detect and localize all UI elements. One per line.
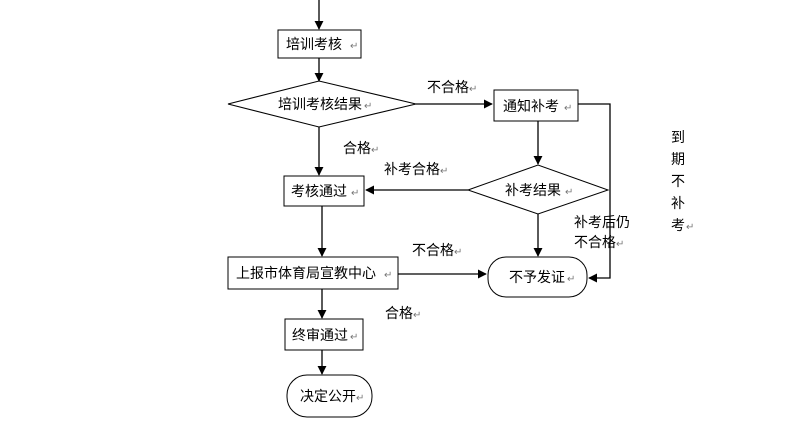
paragraph-mark: ↵ [384,270,392,281]
svg-text:↵: ↵ [616,239,624,250]
edge-label-overdue: 到 期 不 补 考 ↵ [671,130,694,234]
node-exam-passed: 考核通过 ↵ [283,175,365,207]
node-final-review-passed: 终审通过 ↵ [284,318,364,351]
paragraph-mark: ↵ [565,187,573,198]
edge-label-fail: 不合格 ↵ [427,80,477,96]
svg-text:↵: ↵ [371,145,379,156]
node-final-review-passed-label: 终审通过 [292,328,348,344]
svg-text:↵: ↵ [469,84,477,95]
svg-text:不合格: 不合格 [574,235,616,251]
paragraph-mark: ↵ [567,274,575,285]
svg-text:补考后仍: 补考后仍 [574,215,630,231]
svg-text:补考合格: 补考合格 [384,162,440,178]
paragraph-mark: ↵ [364,101,372,112]
node-training-exam-label: 培训考核 [286,37,342,53]
edge-label-makeup-pass: 补考合格 ↵ [384,162,448,178]
svg-text:↵: ↵ [454,247,462,258]
svg-text:↵: ↵ [440,166,448,177]
node-exam-result: 培训考核结果 ↵ [227,80,417,128]
edge-label-makeup-fail: 补考后仍 不合格 ↵ [574,215,630,251]
paragraph-mark: ↵ [564,103,572,114]
edge-label-pass-2: 合格 ↵ [385,306,421,322]
svg-text:期: 期 [671,152,685,168]
svg-text:到: 到 [671,130,685,146]
svg-text:不合格: 不合格 [412,243,454,259]
node-makeup-result-label: 补考结果 [505,183,561,199]
node-report-center-label: 上报市体育局宣教中心 [236,265,376,282]
svg-text:不: 不 [671,174,685,190]
node-no-certificate-label: 不予发证 [509,270,565,286]
node-makeup-result: 补考结果 ↵ [466,164,610,215]
paragraph-mark: ↵ [350,332,358,343]
node-no-certificate: 不予发证 ↵ [487,256,588,298]
node-notify-makeup-label: 通知补考 [503,98,559,115]
svg-text:考: 考 [671,218,685,234]
edge-label-pass: 合格 ↵ [343,141,379,157]
paragraph-mark: ↵ [351,188,359,199]
paragraph-mark: ↵ [356,393,364,404]
svg-text:合格: 合格 [385,306,413,322]
svg-text:补: 补 [671,196,685,212]
node-publish-label: 决定公开 [300,389,356,405]
node-exam-passed-label: 考核通过 [291,184,347,200]
node-training-exam: 培训考核 ↵ [277,29,362,59]
edge-notify-overdue [578,103,611,283]
node-notify-makeup: 通知补考 ↵ [493,89,579,122]
node-publish: 决定公开 ↵ [286,374,373,418]
svg-text:合格: 合格 [343,141,371,157]
node-exam-result-label: 培训考核结果 [278,97,362,113]
svg-text:↵: ↵ [413,310,421,321]
edge-label-fail-2: 不合格 ↵ [412,243,462,259]
svg-text:↵: ↵ [686,222,694,233]
svg-text:不合格: 不合格 [427,80,469,96]
paragraph-mark: ↵ [350,41,358,52]
node-report-center: 上报市体育局宣教中心 ↵ [227,256,399,290]
